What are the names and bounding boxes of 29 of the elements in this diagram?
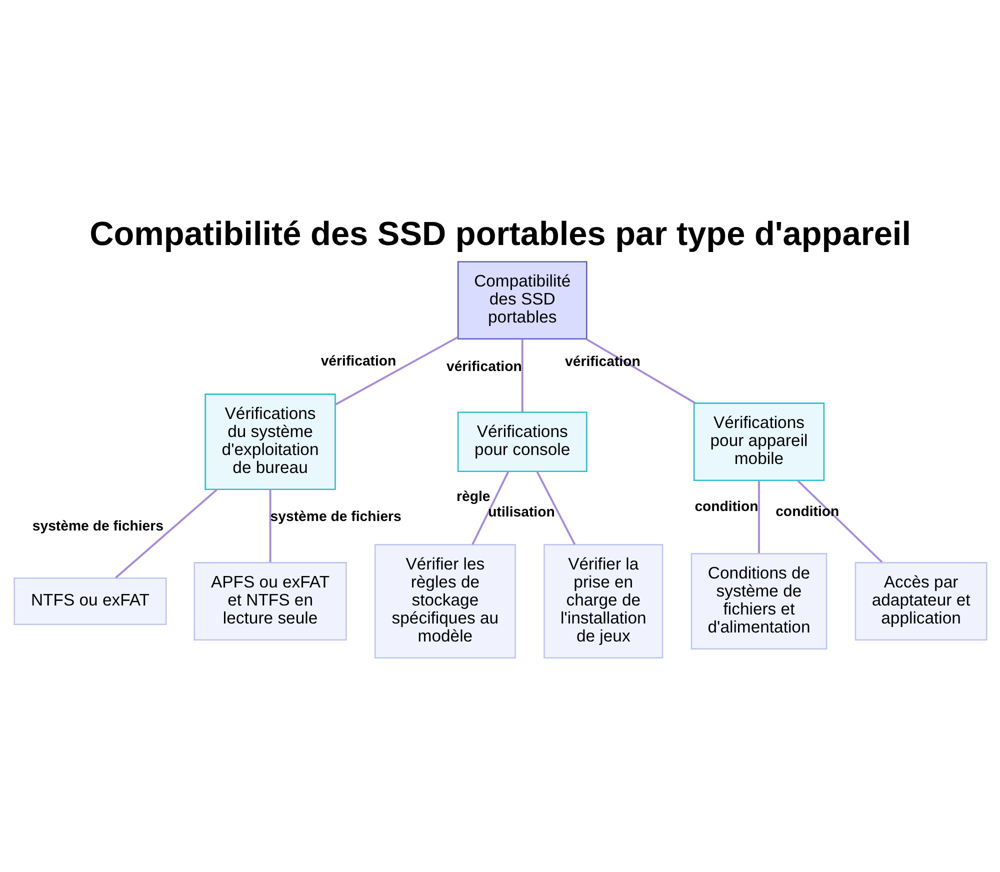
edge-label: vérification [564,352,640,369]
node-box: Accès par adaptateur et application [854,562,987,640]
edge-label: système de fichiers [270,508,401,524]
connector [114,489,217,578]
connector [268,490,271,562]
node-box: Vérifier les règles de stockage spécifiques au modèle [374,544,516,658]
edge-label: système de fichiers [32,518,163,534]
connector [471,471,509,545]
connector [536,471,576,545]
connector [796,480,882,563]
edge-label: utilisation [488,503,554,520]
connector [585,338,696,404]
node-box: NTFS ou exFAT [13,577,166,626]
node-box: Vérifications du système d'exploitation de bureau [204,394,336,490]
node-box: Compatibilité des SSD portables [456,261,587,340]
diagram-title: Compatibilité des SSD portables par type d'appareil [89,216,910,253]
node-box: Conditions de système de fichiers et d'alimentation [690,553,827,650]
edge-label: vérification [320,352,396,368]
edge-label: condition [775,502,839,519]
edge-label: condition [694,498,758,514]
connector [520,339,523,412]
node-box: Vérifications pour appareil mobile [692,402,824,482]
edge-label: vérification [446,358,522,374]
connector [758,480,760,554]
node-box: Vérifier la prise en charge de l'installation de jeux [543,544,663,658]
edge-label: règle [456,488,490,504]
node-box: Vérifications pour console [456,412,587,472]
connector [334,336,458,406]
node-box: APFS ou exFAT et NTFS en lecture seule [193,562,346,640]
